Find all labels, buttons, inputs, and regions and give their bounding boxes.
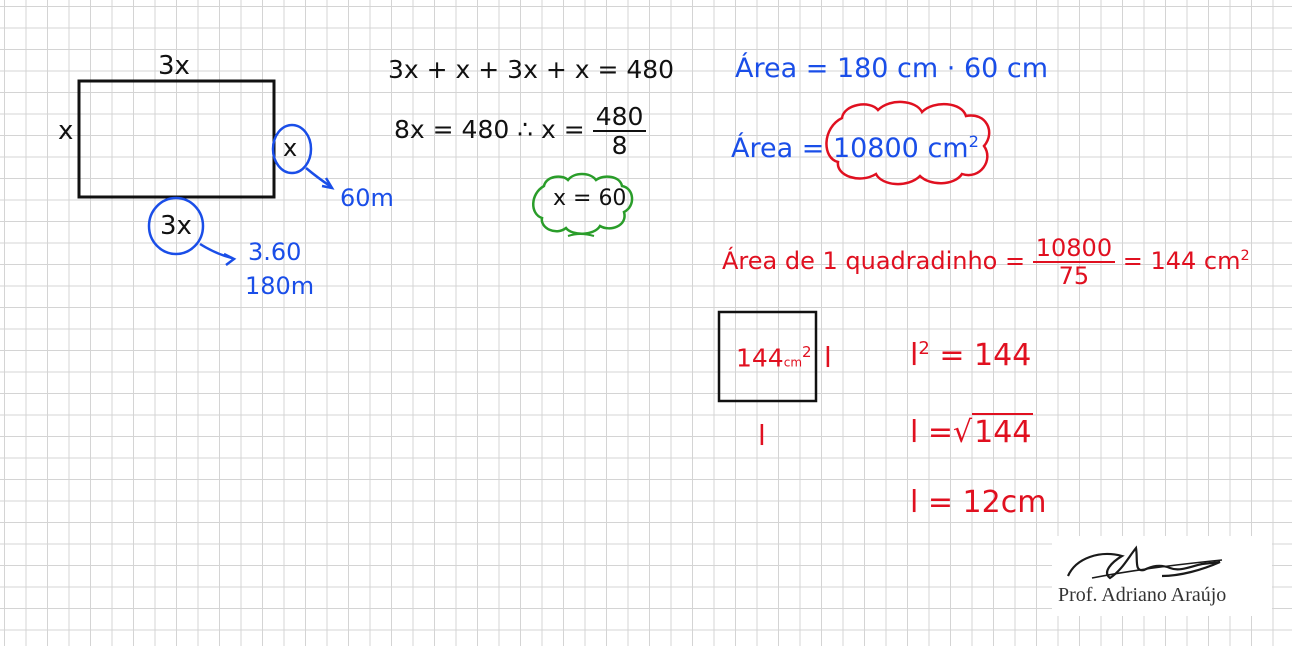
perimeter-equation: 3x + x + 3x + x = 480 [388, 55, 675, 84]
arrowhead-60m [321, 177, 335, 190]
length-180m: 180m [245, 272, 315, 300]
small-square [717, 310, 818, 403]
square-area-label: Área de 1 quadradinho = [722, 247, 1026, 275]
solve-fraction-num: 480 [592, 104, 647, 132]
sqrt-radicand: 144 [972, 413, 1034, 450]
square-area-den: 75 [1058, 262, 1090, 290]
circled-x-label: x [283, 134, 298, 162]
cloud-x60 [532, 172, 634, 235]
circle-x [271, 123, 313, 175]
solve-fraction: 480 8 [592, 104, 647, 160]
square-area-unit: cm [1203, 247, 1241, 275]
area-line-2-label: Área = [731, 133, 825, 164]
side-eq-1-var: l [910, 338, 919, 373]
small-square-side: l [824, 341, 832, 374]
circled-3x-label: 3x [160, 211, 192, 241]
square-area-result: = 144 [1122, 247, 1197, 275]
small-square-inside: 144cm2 [736, 343, 812, 373]
small-square-bottom: l [758, 419, 766, 452]
square-area-fraction: 10800 75 [1032, 236, 1116, 290]
side-eq-1-rest: = 144 [939, 338, 1032, 373]
green-tail [567, 233, 595, 237]
arrowhead-3-60 [223, 252, 237, 266]
top-label-3x: 3x [158, 51, 190, 81]
circle-3x [147, 196, 205, 256]
area-line-1-label: Área = [735, 53, 829, 84]
area-line-2-unit: cm [927, 133, 969, 164]
width-60m: 60m [340, 184, 394, 212]
length-3-60: 3.60 [248, 238, 302, 266]
signature-scribble [1066, 545, 1223, 580]
solve-line: 8x = 480 ∴ x = 480 8 [394, 104, 647, 160]
square-area-num: 10800 [1032, 236, 1116, 263]
sqrt-symbol: √ [953, 415, 973, 450]
small-square-exp: 2 [802, 343, 812, 361]
signature-name: Prof. Adriano Araújo [1058, 584, 1227, 606]
solution-x60: x = 60 [553, 186, 627, 211]
cloud-10800 [825, 100, 991, 186]
left-label-x: x [58, 116, 74, 146]
solve-line-left: 8x = 480 ∴ x = [394, 115, 585, 144]
square-area-line: Área de 1 quadradinho = 10800 75 = 144 c… [722, 236, 1250, 288]
arrow-to-60m [305, 167, 331, 188]
signature-block [1052, 536, 1272, 616]
solve-fraction-den: 8 [611, 131, 628, 160]
main-rectangle [77, 79, 276, 199]
area-line-2-exp: 2 [968, 132, 979, 151]
area-line-1: Área = 180 cm · 60 cm [735, 55, 1048, 82]
side-eq-2-left: l = [910, 415, 954, 450]
side-eq-3: l = 12cm [910, 485, 1047, 520]
area-line-2-value: 10800 [832, 133, 919, 164]
square-area-exp: 2 [1240, 248, 1250, 264]
area-line-1-value: 180 cm · 60 cm [836, 53, 1049, 84]
small-square-value: 144 [736, 343, 784, 373]
side-eq-2: l =√144 [910, 413, 1034, 450]
small-square-unit: cm [783, 355, 803, 370]
side-eq-1: l2 = 144 [910, 340, 1031, 371]
side-eq-1-exp: 2 [918, 338, 930, 359]
area-line-2: Área = 10800 cm2 [731, 132, 979, 164]
